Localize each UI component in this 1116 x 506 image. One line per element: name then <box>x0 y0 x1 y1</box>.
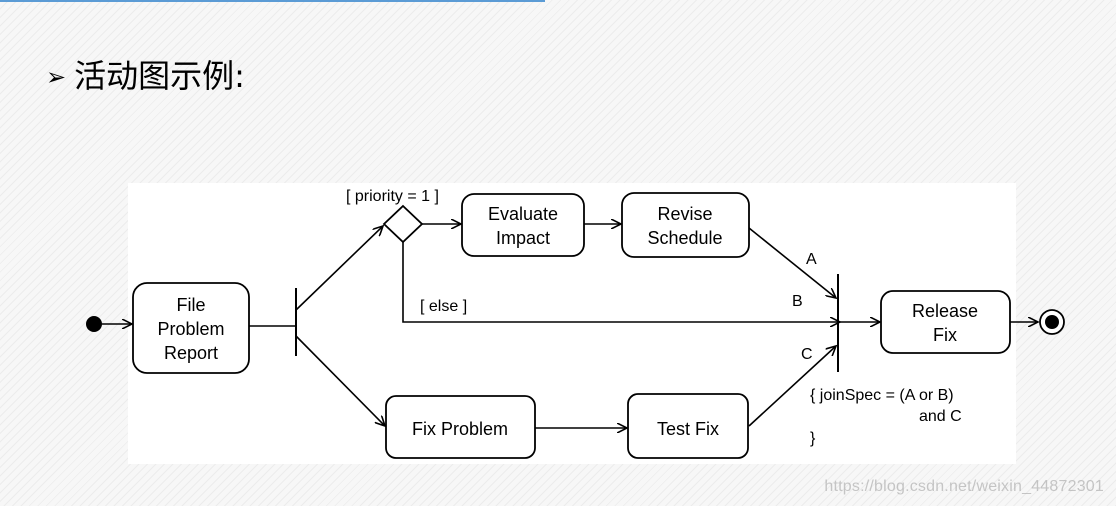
activity-label: Release <box>912 301 978 321</box>
activity-label: File <box>176 295 205 315</box>
activity-label: Problem <box>157 319 224 339</box>
slide-title: ➢ 活动图示例: <box>46 52 245 100</box>
join-spec-line: } <box>810 430 816 447</box>
activity-label: Schedule <box>647 228 722 248</box>
guard-priority-label: [ priority = 1 ] <box>346 188 439 205</box>
decision-node <box>382 204 424 244</box>
activity-test-fix <box>627 393 749 459</box>
activity-fix-problem <box>385 395 536 459</box>
activity-file-problem-report <box>132 282 250 374</box>
activity-label: Impact <box>496 228 550 248</box>
activity-revise-schedule <box>621 192 750 258</box>
edge-label-c: C <box>801 346 813 363</box>
watermark-text: https://blog.csdn.net/weixin_44872301 <box>824 478 1104 495</box>
edge-fork-to-decision <box>295 226 383 311</box>
activity-label: Revise <box>657 204 712 224</box>
edge-else-to-join <box>402 242 840 322</box>
edge-label-a: A <box>806 251 817 268</box>
edge-label-b: B <box>792 293 803 310</box>
edge-test-to-join <box>748 346 836 427</box>
activity-label: Report <box>164 343 218 363</box>
arrow-bullet-icon: ➢ <box>46 63 67 91</box>
slide-title-text: 活动图示例: <box>74 57 245 95</box>
join-spec-line: and C <box>919 408 962 425</box>
guard-else-label: [ else ] <box>420 298 467 315</box>
top-accent-rule <box>0 0 545 2</box>
activity-label: Test Fix <box>657 419 719 439</box>
edge-revise-to-join <box>748 227 836 298</box>
activity-label: Evaluate <box>488 204 558 224</box>
join-spec-line: { joinSpec = (A or B) <box>810 387 954 404</box>
edge-fork-to-fix-problem <box>295 335 385 426</box>
activity-evaluate-impact <box>461 193 585 257</box>
final-node-inner <box>1045 315 1059 329</box>
initial-node <box>86 316 102 332</box>
activity-label: Fix <box>933 325 957 345</box>
activity-label: Fix Problem <box>412 419 508 439</box>
